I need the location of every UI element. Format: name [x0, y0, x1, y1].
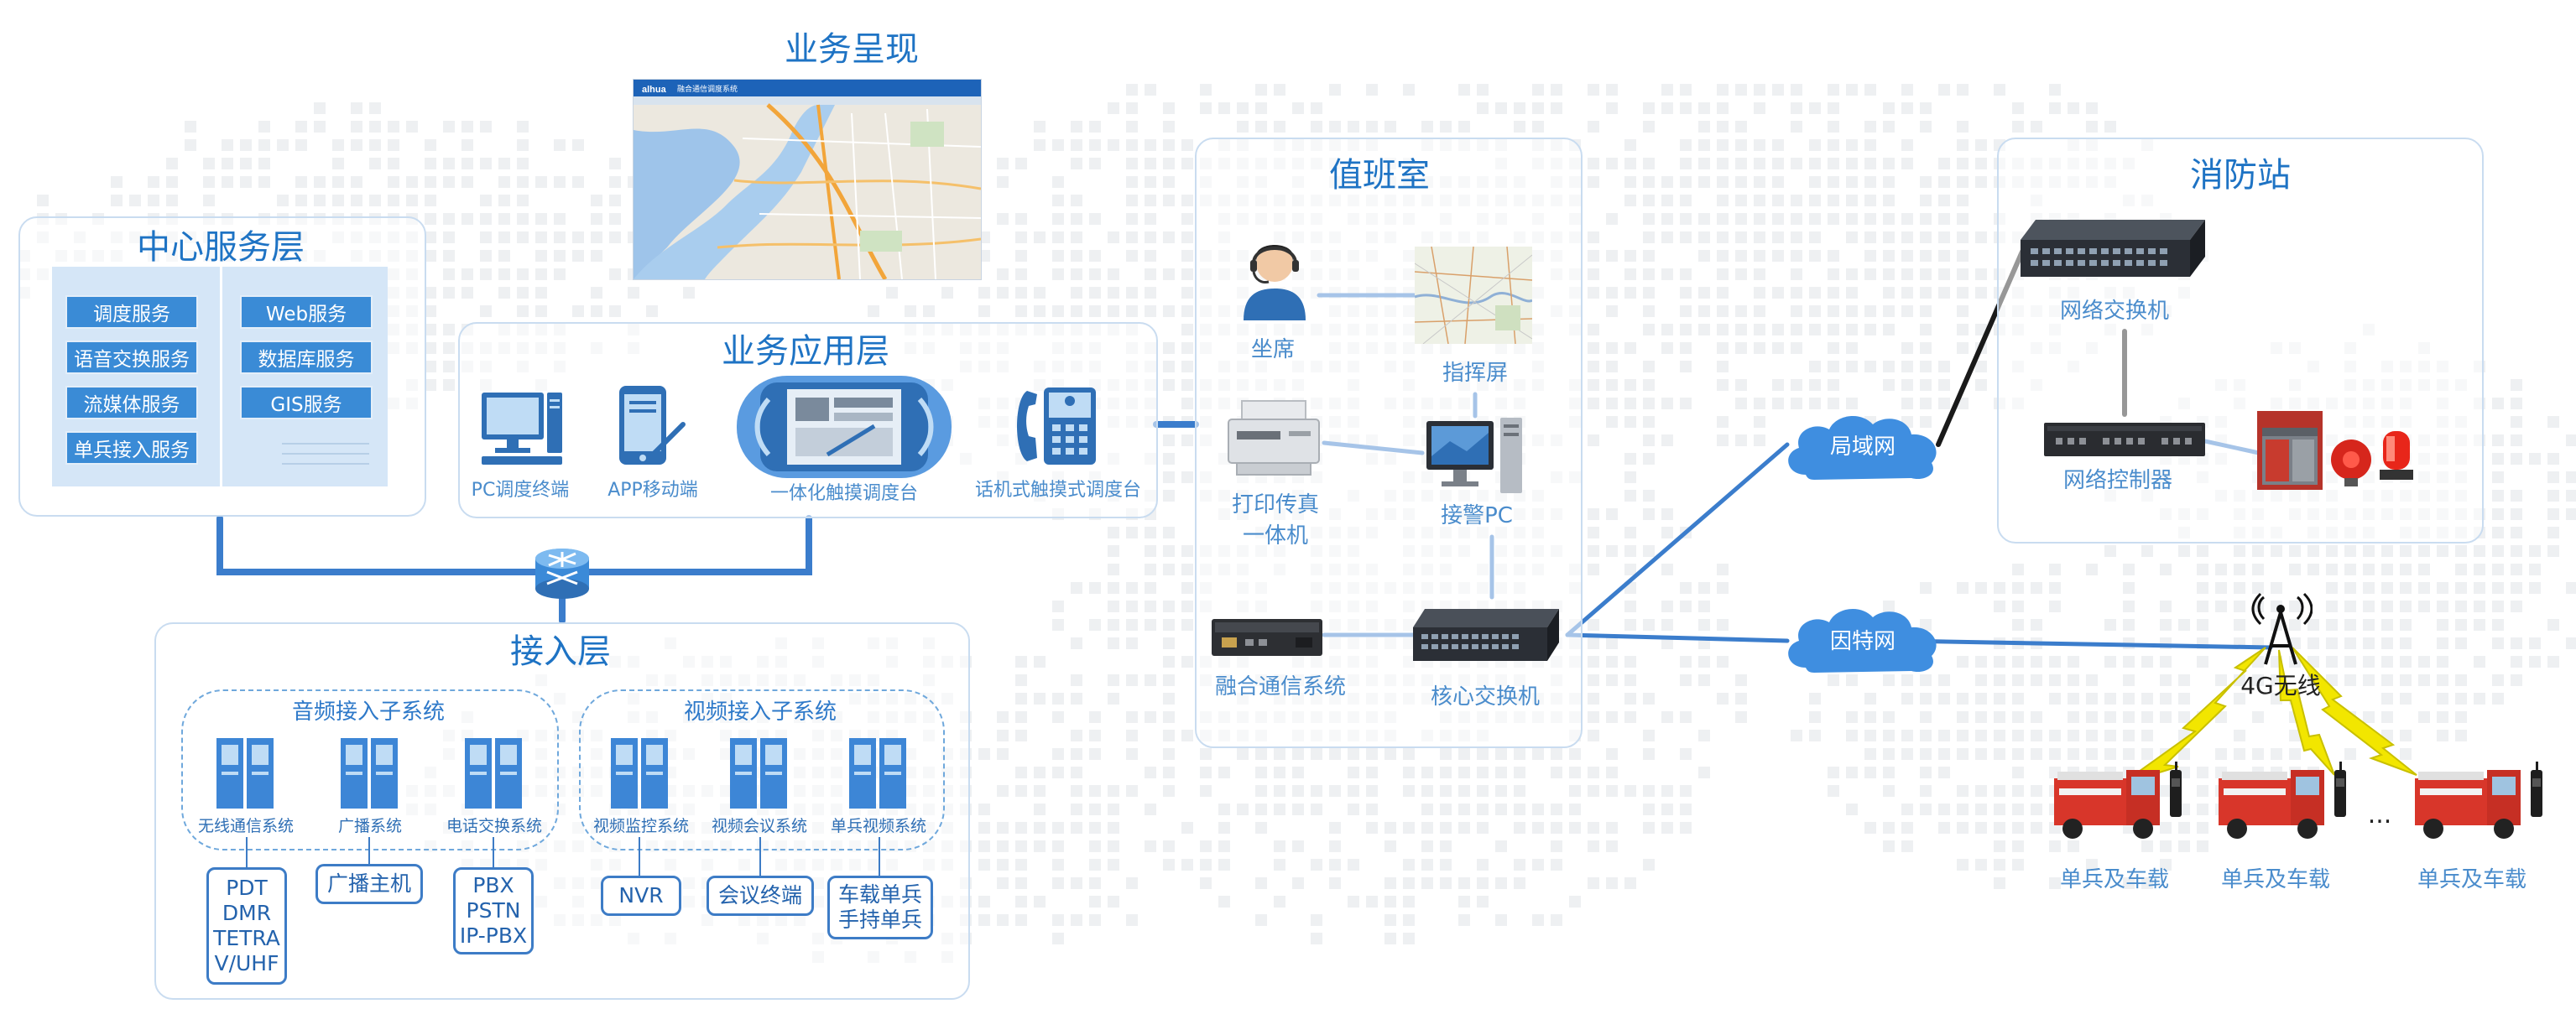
device-ip-pbx: IP-PBX: [459, 923, 528, 948]
pc-terminal-label: PC调度终端: [471, 480, 570, 501]
router-hub-icon: [535, 549, 589, 599]
wireless-4g-label: 4G无线: [2240, 672, 2321, 700]
phone-console-label: 话机式触摸式调度台: [974, 480, 1141, 501]
seat-label: 坐席: [1250, 337, 1295, 362]
device-pdt: PDT: [226, 876, 268, 900]
phone-console-icon: [1017, 387, 1096, 465]
database-service: 数据库服务: [240, 341, 373, 374]
phone-devices-box: PBX PSTN IP-PBX: [453, 867, 534, 954]
device-nvr: NVR: [618, 883, 664, 908]
duty-room-title: 值班室: [1329, 156, 1430, 195]
wireless-devices-box: PDT DMR TETRA V/UHF: [206, 867, 287, 985]
core-switch-label: 核心交换机: [1430, 684, 1540, 710]
pc-terminal-icon: [482, 393, 562, 465]
device-dmr: DMR: [222, 901, 272, 925]
video-conference-server-icon: [730, 738, 787, 809]
device-vehicle-soldier: 车载单兵: [837, 882, 922, 907]
network-controller-label: 网络控制器: [2062, 468, 2172, 493]
dispatch-service: 调度服务: [65, 295, 198, 329]
service-divider: [220, 267, 222, 486]
cell-tower-icon: [2251, 592, 2313, 665]
network-controller-icon: [2044, 423, 2205, 456]
fire-alarm-devices-icon: [2257, 411, 2413, 490]
business-app-layer-title: 业务应用层: [722, 332, 889, 371]
device-pstn: PSTN: [466, 898, 521, 923]
broadcast-server-icon: [341, 738, 398, 809]
fire-station-title: 消防站: [2190, 156, 2291, 195]
fire-truck-1-icon: [2054, 762, 2182, 839]
fusion-comm-label: 融合通信系统: [1214, 674, 1346, 700]
phone-switch-system-label: 电话交换系统: [446, 817, 542, 835]
soldier-video-system-label: 单兵视频系统: [830, 817, 926, 835]
vehicle-label-2: 单兵及车载: [2220, 867, 2330, 892]
broadcast-system-label: 广播系统: [337, 817, 402, 835]
gis-service: GIS服务: [240, 386, 373, 419]
map-header: 融合通信调度系统: [677, 84, 738, 94]
device-vuhf: V/UHF: [214, 951, 279, 975]
vehicle-label-3: 单兵及车载: [2417, 867, 2526, 892]
alarm-pc-label: 接警PC: [1441, 503, 1513, 528]
wireless-system-label: 无线通信系统: [197, 817, 294, 835]
audio-subsystem-title: 音频接入子系统: [291, 700, 445, 725]
print-fax-label-2: 一体机: [1242, 523, 1308, 549]
map-image: alhua 融合通信调度系统: [634, 80, 981, 279]
phone-switch-server-icon: [465, 738, 522, 809]
access-layer-title: 接入层: [510, 632, 611, 671]
device-tetra: TETRA: [213, 926, 280, 950]
video-conference-system-label: 视频会议系统: [711, 817, 807, 835]
device-pbx: PBX: [472, 873, 514, 897]
service-line-3: [282, 463, 369, 465]
wireless-server-icon: [216, 738, 274, 809]
network-switch-icon: [2021, 220, 2205, 277]
service-line-1: [282, 443, 369, 445]
soldier-access-service: 单兵接入服务: [65, 431, 198, 465]
internet-label: 因特网: [1829, 629, 1895, 654]
command-screen-icon: [1415, 247, 1532, 344]
fire-truck-3-icon: [2415, 762, 2542, 839]
operator-seat-icon: [1244, 245, 1306, 320]
printer-fax-icon: [1228, 400, 1320, 476]
network-switch-label: 网络交换机: [2059, 299, 2169, 324]
conference-terminal-box: 会议终端: [707, 876, 814, 916]
service-line-2: [282, 453, 369, 455]
web-service: Web服务: [240, 295, 373, 329]
touch-console-icon: [737, 376, 952, 478]
video-subsystem-title: 视频接入子系统: [683, 700, 837, 725]
nvr-box: NVR: [601, 876, 681, 916]
video-monitor-server-icon: [611, 738, 668, 809]
video-monitor-system-label: 视频监控系统: [592, 817, 689, 835]
video-subsystem-group: [579, 689, 945, 850]
lan-cloud-icon: [1788, 415, 1937, 480]
device-conference-terminal: 会议终端: [717, 883, 802, 908]
command-screen-label: 指挥屏: [1442, 361, 1508, 386]
core-switch-icon: [1413, 609, 1559, 661]
internet-cloud-icon: [1788, 608, 1937, 673]
streaming-service: 流媒体服务: [65, 386, 198, 419]
fusion-comm-device-icon: [1212, 619, 1322, 656]
broadcast-host-box: 广播主机: [315, 864, 423, 904]
mobile-app-label: APP移动端: [607, 480, 698, 501]
map-screenshot: alhua 融合通信调度系统: [633, 79, 982, 280]
vehicle-label-1: 单兵及车载: [2059, 867, 2169, 892]
device-handheld-soldier: 手持单兵: [837, 908, 922, 932]
alarm-pc-icon: [1426, 418, 1522, 493]
lan-label: 局域网: [1829, 434, 1895, 460]
soldier-video-server-icon: [849, 738, 906, 809]
ellipsis: ...: [2367, 800, 2392, 830]
fire-truck-2-icon: [2219, 762, 2346, 839]
soldier-devices-box: 车载单兵 手持单兵: [827, 876, 933, 939]
print-fax-label-1: 打印传真: [1231, 492, 1319, 518]
service-block: 调度服务 语音交换服务 流媒体服务 单兵接入服务 Web服务 数据库服务 GIS…: [52, 267, 388, 486]
mobile-app-icon: [619, 386, 686, 465]
device-broadcast-host: 广播主机: [326, 871, 411, 896]
center-service-layer-title: 中心服务层: [137, 228, 305, 267]
voice-switch-service: 语音交换服务: [65, 341, 198, 374]
business-display-title: 业务呈现: [785, 30, 919, 69]
map-brand: alhua: [642, 85, 667, 95]
touch-console-label: 一体化触摸调度台: [769, 483, 918, 504]
